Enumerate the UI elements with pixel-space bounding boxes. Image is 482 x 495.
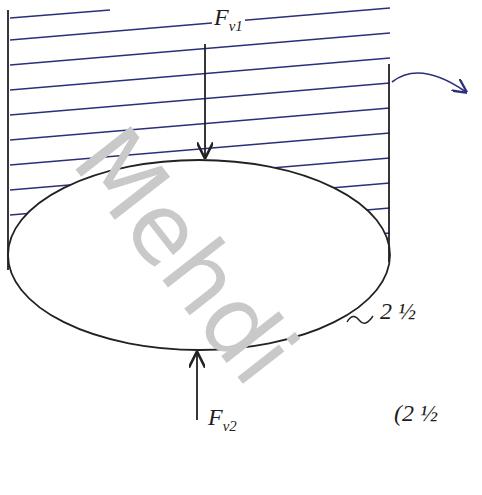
force-arrow (204, 44, 206, 157)
leader-line (347, 316, 373, 323)
pointer-arrow (392, 73, 466, 92)
force-label: Fv2 (206, 404, 239, 434)
watermark: Mehdi (52, 107, 319, 405)
note-text: 2 ½ (378, 298, 418, 324)
right-wall (388, 64, 390, 262)
force-label: Fv1 (212, 4, 245, 34)
left-wall (7, 10, 9, 270)
note-text: (2 ½ (392, 400, 440, 426)
